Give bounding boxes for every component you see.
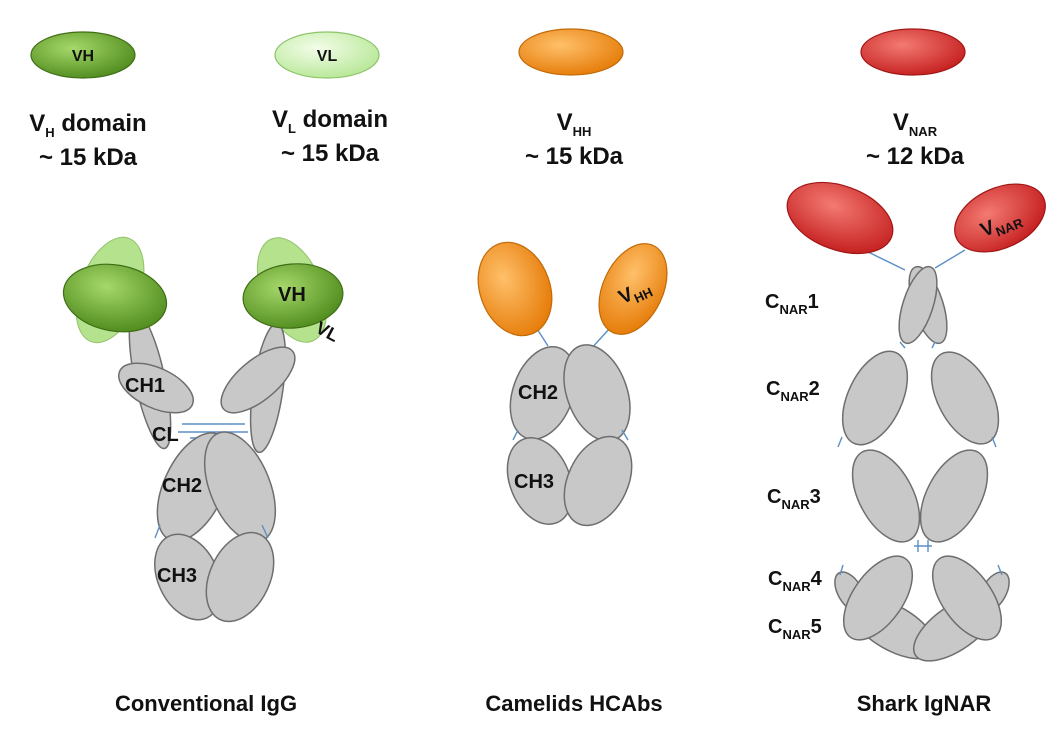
hcab-ch3-right bbox=[563, 435, 633, 527]
hcab-vhh-left bbox=[477, 241, 553, 337]
igg-caption: Conventional IgG bbox=[115, 691, 297, 716]
igg-structure: VH VL CH1 CL CH2 CH3 Conventional IgG bbox=[62, 236, 344, 716]
ignar-caption: Shark IgNAR bbox=[857, 691, 992, 716]
ignar-cnar4-label: CNAR4 bbox=[768, 568, 823, 594]
hcab-caption: Camelids HCAbs bbox=[485, 691, 662, 716]
legend-vnar: VNAR ~ 12 kDa bbox=[860, 28, 966, 170]
ignar-cnar1-b bbox=[898, 265, 938, 345]
hcab-ch2-label: CH2 bbox=[518, 382, 558, 404]
vhh-domain-oval bbox=[518, 28, 624, 76]
igg-cl-label: CL bbox=[152, 424, 179, 446]
ignar-cnar3-left bbox=[851, 449, 921, 543]
ignar-cnar3-label: CNAR3 bbox=[767, 486, 821, 512]
legend-vh: VH VH domain ~ 15 kDa bbox=[29, 31, 147, 171]
vnar-domain-title: VNAR bbox=[893, 109, 938, 139]
igg-ch1-left bbox=[118, 362, 194, 414]
ignar-cnar2-left bbox=[841, 350, 909, 446]
vl-domain-title: VL domain bbox=[272, 106, 388, 136]
ignar-cnar2-right bbox=[930, 351, 1000, 445]
igg-ch1-right bbox=[220, 346, 296, 414]
vh-domain-title: VH domain bbox=[29, 110, 146, 140]
vhh-domain-title: VHH bbox=[557, 109, 592, 139]
ignar-vnar-right bbox=[954, 183, 1046, 253]
ignar-cnar2-label: CNAR2 bbox=[766, 378, 820, 404]
hcab-vhh-right bbox=[598, 243, 668, 335]
ignar-cnar1-label: CNAR1 bbox=[765, 291, 819, 317]
hcab-ch3-label: CH3 bbox=[514, 471, 554, 493]
igg-ch1-label: CH1 bbox=[125, 375, 165, 397]
ignar-structure: VNAR CNAR1 CNAR2 CNAR3 CNAR4 CNAR5 Shark… bbox=[765, 181, 1046, 716]
ignar-vnar-left bbox=[786, 181, 894, 255]
ignar-cnar5-label: CNAR5 bbox=[768, 616, 822, 642]
ignar-cnar4-left bbox=[842, 555, 914, 641]
vl-domain-oval bbox=[274, 31, 380, 79]
igg-ch3-right bbox=[205, 531, 275, 623]
igg-ch2-label: CH2 bbox=[162, 475, 202, 497]
ignar-cnar3-right bbox=[919, 449, 989, 543]
ignar-cnar4-right bbox=[931, 555, 1003, 641]
vh-domain-oval bbox=[30, 31, 136, 79]
vh-oval-label: VH bbox=[72, 48, 94, 65]
vnar-domain-oval bbox=[860, 28, 966, 76]
vhh-domain-size: ~ 15 kDa bbox=[525, 143, 624, 170]
igg-vh-left bbox=[62, 263, 168, 333]
legend-vhh: VHH ~ 15 kDa bbox=[518, 28, 624, 170]
vnar-domain-size: ~ 12 kDa bbox=[866, 143, 965, 170]
igg-vh-label: VH bbox=[278, 284, 306, 306]
hcab-structure: VHH CH2 CH3 Camelids HCAbs bbox=[477, 241, 668, 716]
igg-vh-right bbox=[242, 263, 344, 329]
hcab-ch3-left bbox=[506, 437, 574, 525]
igg-ch3-label: CH3 bbox=[157, 565, 197, 587]
vh-domain-size: ~ 15 kDa bbox=[39, 144, 138, 171]
vl-oval-label: VL bbox=[317, 48, 338, 65]
vl-domain-size: ~ 15 kDa bbox=[281, 140, 380, 167]
legend-vl: VL VL domain ~ 15 kDa bbox=[272, 31, 388, 167]
